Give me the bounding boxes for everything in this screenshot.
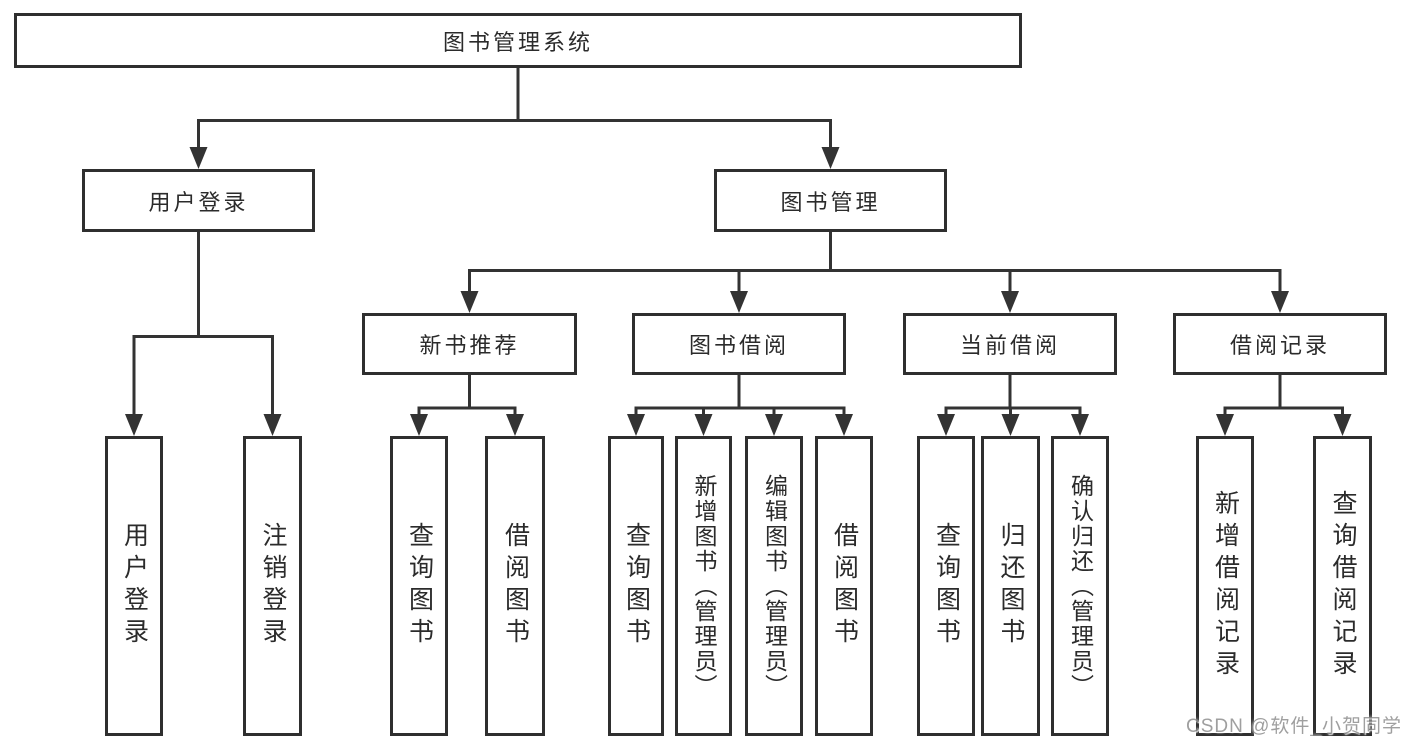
leaf-borrow-query: 查询图书: [608, 436, 664, 736]
leaf-borrow-edit-admin: 编辑图书（管理员）: [745, 436, 803, 736]
node-book-borrow-label: 图书借阅: [688, 333, 789, 358]
leaf-logout: 注销登录: [243, 436, 302, 736]
leaf-newbook-query-label: 查询图书: [405, 522, 434, 650]
connector-root-to-branches: [197, 68, 832, 150]
leaf-record-query-label: 查询借阅记录: [1329, 490, 1357, 682]
csdn-watermark: CSDN @软件_小贺同学: [1186, 716, 1402, 737]
leaf-borrow-book: 借阅图书: [815, 436, 873, 736]
leaf-logout-label: 注销登录: [259, 522, 287, 650]
leaf-confirm-return-admin: 确认归还（管理员）: [1051, 436, 1109, 736]
connector-user-login-to-leaves: [132, 232, 274, 418]
leaf-current-query-label: 查询图书: [932, 522, 961, 650]
arrowheads-book-mgmt-to-modules: [460, 291, 1289, 313]
leaf-current-query: 查询图书: [917, 436, 975, 736]
node-system-root-label: 图书管理系统: [442, 29, 593, 55]
leaf-record-add: 新增借阅记录: [1196, 436, 1254, 736]
arrowheads-current-borrow-to-leaves: [937, 414, 1089, 436]
leaf-newbook-query: 查询图书: [390, 436, 448, 736]
node-book-mgmt: 图书管理: [714, 169, 947, 232]
arrowheads-borrow-records-to-leaves: [1216, 414, 1352, 436]
leaf-confirm-return-admin-label: 确认归还（管理员）: [1067, 473, 1094, 699]
connector-current-borrow-to-leaves: [944, 375, 1082, 418]
connector-new-book-to-leaves: [417, 375, 517, 418]
node-borrow-records-label: 借阅记录: [1229, 333, 1330, 358]
node-borrow-records: 借阅记录: [1173, 313, 1387, 375]
connector-book-borrow-to-leaves: [634, 375, 846, 418]
leaf-borrow-book-label: 借阅图书: [830, 522, 859, 650]
leaf-borrow-edit-admin-label: 编辑图书（管理员）: [761, 473, 788, 699]
node-user-login-label: 用户登录: [148, 189, 249, 215]
leaf-borrow-add-admin-label: 新增图书（管理员）: [691, 473, 717, 699]
node-new-book-label: 新书推荐: [419, 333, 520, 358]
node-book-mgmt-label: 图书管理: [780, 189, 881, 215]
node-system-root: 图书管理系统: [14, 13, 1022, 68]
leaf-return-book: 归还图书: [981, 436, 1040, 736]
leaf-record-query: 查询借阅记录: [1313, 436, 1372, 736]
leaf-newbook-borrow-label: 借阅图书: [501, 522, 530, 650]
leaf-newbook-borrow: 借阅图书: [485, 436, 545, 736]
arrowheads-user-login-to-leaves: [125, 414, 282, 436]
leaf-user-login: 用户登录: [105, 436, 163, 736]
node-new-book: 新书推荐: [362, 313, 577, 375]
node-current-borrow-label: 当前借阅: [959, 333, 1060, 358]
leaf-borrow-add-admin: 新增图书（管理员）: [675, 436, 732, 736]
node-book-borrow: 图书借阅: [632, 313, 846, 375]
arrowheads-book-borrow-to-leaves: [627, 414, 853, 436]
arrowheads-root-to-branches: [189, 147, 840, 169]
leaf-return-book-label: 归还图书: [997, 522, 1025, 650]
arrowheads-new-book-to-leaves: [410, 414, 524, 436]
node-current-borrow: 当前借阅: [903, 313, 1117, 375]
leaf-borrow-query-label: 查询图书: [622, 522, 651, 650]
leaf-user-login-label: 用户登录: [120, 522, 149, 650]
node-user-login: 用户登录: [82, 169, 315, 232]
leaf-record-add-label: 新增借阅记录: [1211, 490, 1240, 682]
connector-book-mgmt-to-modules: [468, 232, 1282, 295]
connector-borrow-records-to-leaves: [1223, 375, 1344, 418]
